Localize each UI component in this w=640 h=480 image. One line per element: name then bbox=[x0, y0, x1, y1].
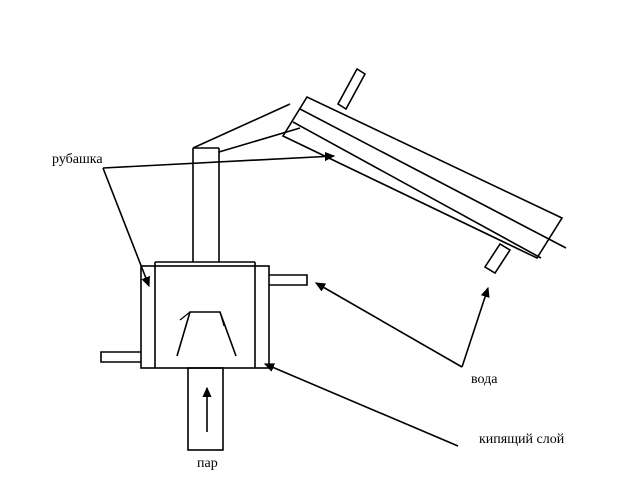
inclined-collector bbox=[281, 67, 567, 275]
connector-pipe bbox=[192, 103, 301, 153]
water-inlet-pipe bbox=[269, 274, 308, 286]
boiling-bed-arrow bbox=[265, 363, 459, 447]
label-water: вода bbox=[471, 372, 498, 387]
vertical-pipe bbox=[192, 147, 220, 262]
steam-pipe bbox=[187, 367, 224, 451]
label-boiling-bed: кипящий слой bbox=[479, 432, 565, 447]
jacket-pointers bbox=[102, 156, 334, 286]
boiling-bed-pointer bbox=[265, 363, 459, 447]
water-outlet-pipe bbox=[100, 351, 141, 363]
water-pointers bbox=[316, 282, 488, 368]
water-pointer-inlet bbox=[316, 282, 463, 368]
label-jacket: рубашка bbox=[52, 152, 103, 167]
jacket-shell bbox=[140, 261, 270, 369]
jacket-pointer-collector bbox=[102, 156, 334, 169]
boiling-bed-shape bbox=[176, 311, 237, 357]
label-steam: пар bbox=[197, 456, 218, 471]
jacket-pointer-shell bbox=[102, 167, 149, 286]
water-pointer-outlet bbox=[461, 288, 488, 368]
